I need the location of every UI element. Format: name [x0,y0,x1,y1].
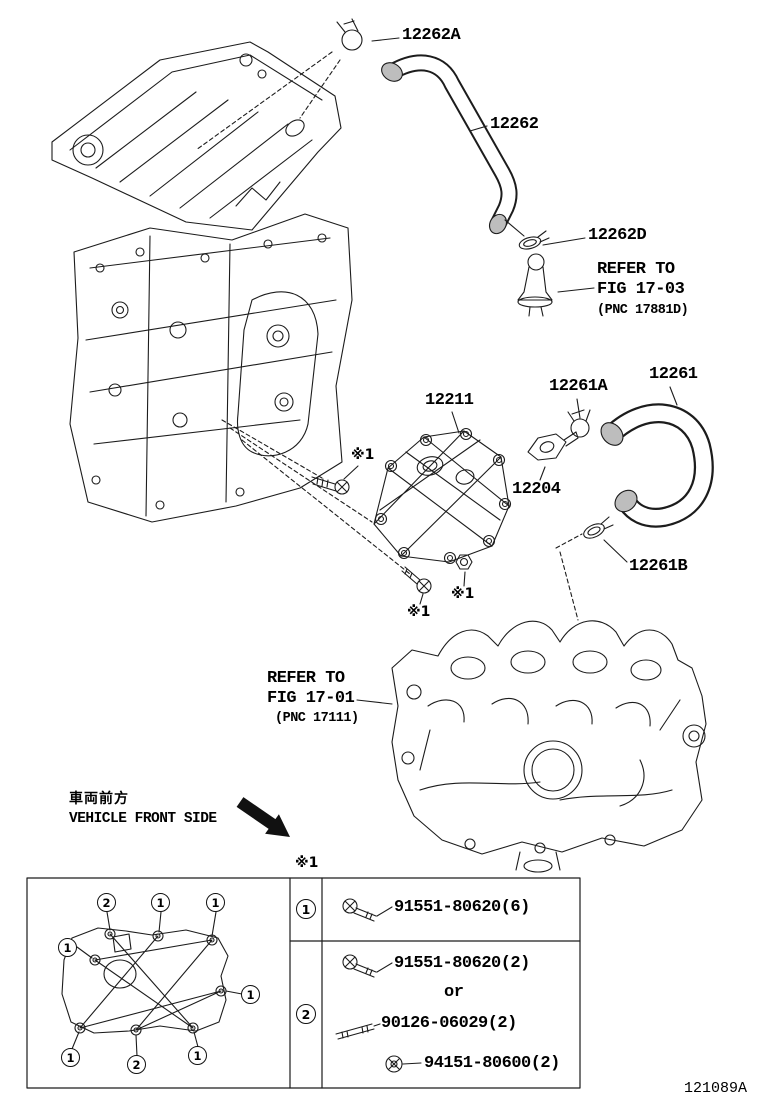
gasket-callout: 2 [97,893,116,912]
clamp-12261B-icon [583,516,614,539]
refer-fig-17-03-pnc: (PNC 17881D) [597,303,689,318]
hose-12262-art [381,54,525,237]
leader-lines [343,37,678,705]
vehicle-front-label-en: VEHICLE FRONT SIDE [69,811,217,827]
note-1-marker-b: ※1 [451,586,475,602]
gasket-callout: 1 [241,985,260,1004]
refer-fig-17-01-line2: FIG 17-01 [267,689,355,708]
gasket-callout: 1 [61,1048,80,1067]
front-direction-arrow [236,797,290,837]
valve-12204-art [527,431,579,461]
hose-12261-art [600,403,714,528]
refer-fig-17-03-line2: FIG 17-03 [597,280,685,299]
refer-fig-17-01-pnc: (PNC 17111) [275,711,359,726]
part-label-12204: 12204 [512,480,561,499]
table-row2-bolt-label: 91551-80620(2) [394,954,530,973]
gasket-callout: 2 [127,1055,146,1074]
plate-12211-art [373,427,512,565]
note-1-table-header: ※1 [295,855,319,871]
valve-cover-art [51,41,342,231]
grommet-fig17-03-art [517,253,553,317]
part-label-12262A: 12262A [402,26,461,45]
part-label-12262: 12262 [490,115,539,134]
part-label-12262D: 12262D [588,226,647,245]
bolt-icons [311,476,473,594]
table-row2-or-label: or [444,983,464,1002]
gasket-callout: 1 [206,893,225,912]
intake-manifold-art [391,620,707,873]
gasket-callout: 1 [188,1046,207,1065]
part-label-12261B: 12261B [629,557,688,576]
gasket-callout: 1 [151,893,170,912]
clamp-12262D-icon [518,230,550,250]
vehicle-front-label-jp: 車両前方 [69,791,129,807]
parts-table-grid [26,877,581,1089]
engine-block-art [69,213,353,523]
part-label-12261A: 12261A [549,377,608,396]
clamp-12261A-icon [567,409,591,438]
part-label-12211: 12211 [425,391,474,410]
table-row2-number: 2 [296,1004,316,1024]
note-1-marker-c: ※1 [407,604,431,620]
refer-fig-17-03-line1: REFER TO [597,260,675,279]
clamp-12262A-icon [336,18,363,51]
part-label-12261: 12261 [649,365,698,384]
figure-code: 121089A [684,1080,748,1097]
gasket-callout: 1 [58,938,77,957]
gasket-diagram-art [61,911,243,1057]
note-1-marker-a: ※1 [351,447,375,463]
refer-fig-17-01-line1: REFER TO [267,669,345,688]
table-row2-stud-label: 90126-06029(2) [381,1014,517,1033]
table-fastener-icons [335,898,422,1073]
table-row2-washer-label: 94151-80600(2) [424,1054,560,1073]
dashed-assembly-lines [195,51,583,621]
table-row1-number: 1 [296,899,316,919]
table-row1-bolt-label: 91551-80620(6) [394,898,530,917]
